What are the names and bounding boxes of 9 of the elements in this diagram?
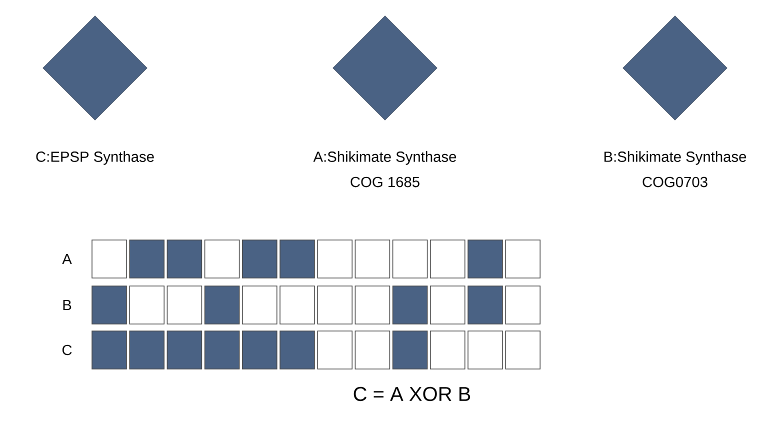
row-label: A [62,254,72,264]
node-label: A:Shikimate Synthase [313,151,456,165]
node-label: B:Shikimate Synthase [604,151,746,165]
node-label: COG 1685 [350,176,420,188]
row-label: B [63,300,72,310]
formula-text: C = A XOR B [354,386,470,402]
row-label: C [62,344,72,356]
node-label: C:EPSP Synthase [36,151,154,165]
node-label: COG0703 [642,176,708,188]
